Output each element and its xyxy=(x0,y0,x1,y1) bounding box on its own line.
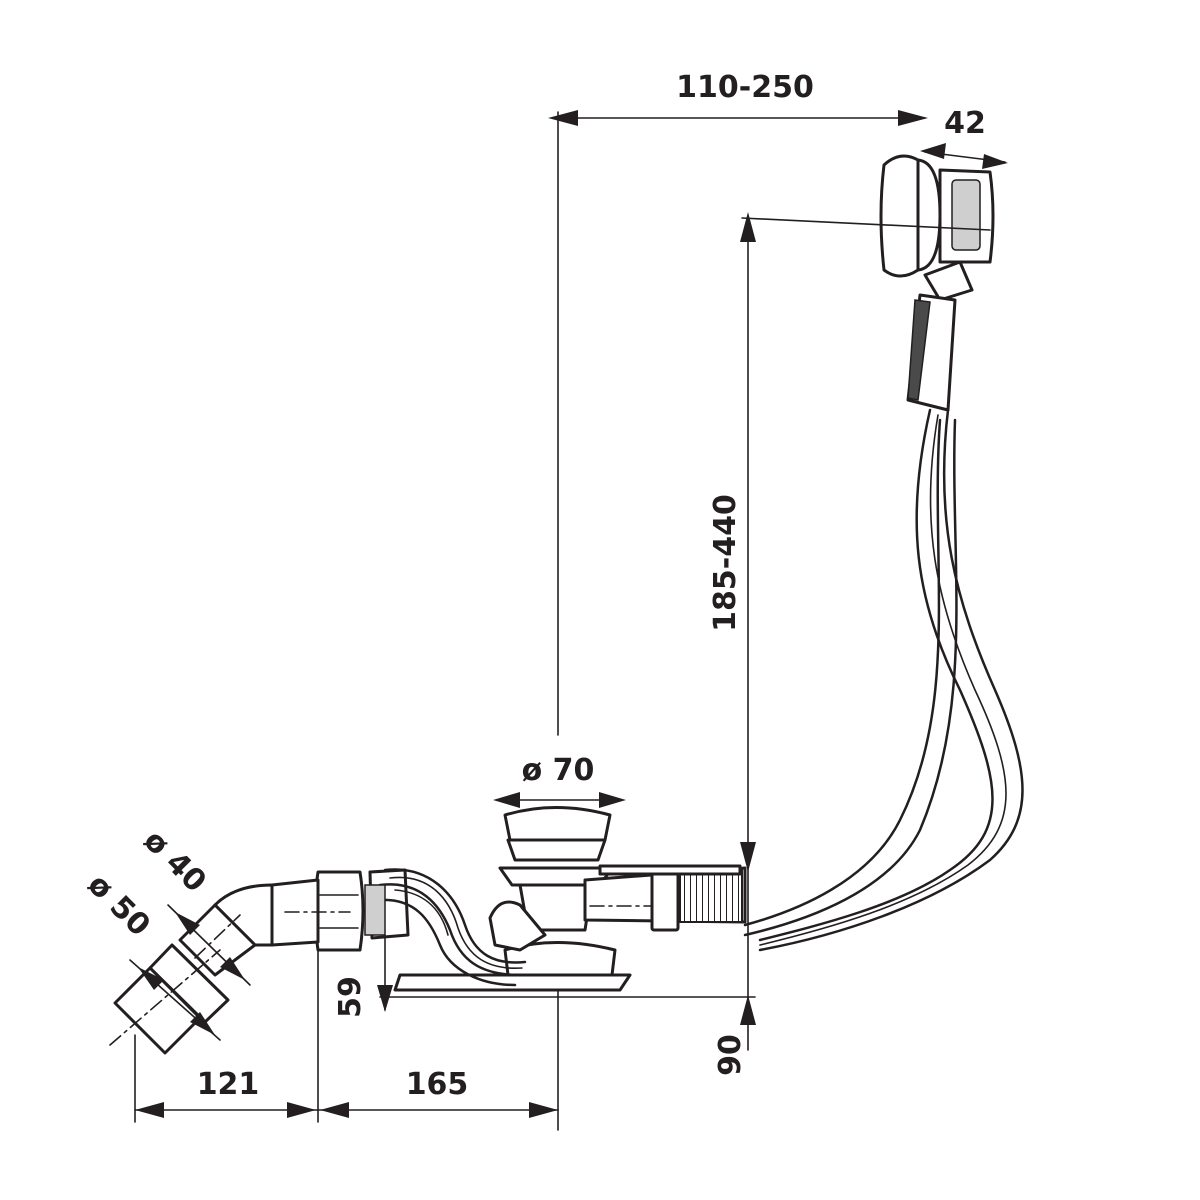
dim-width-range-label: 110-250 xyxy=(676,70,814,105)
dim-outlet-diameter-40-label: ø 40 xyxy=(137,823,213,899)
dim-length-121-label: 121 xyxy=(197,1067,260,1102)
dim-height-90-label: 90 xyxy=(713,1034,748,1076)
dim-overflow-depth-label: 42 xyxy=(944,106,986,141)
dim-height-range-label: 185-440 xyxy=(708,494,743,632)
dim-waste-diameter-label: ø 70 xyxy=(522,753,595,788)
overflow-head xyxy=(879,154,995,302)
outlet-elbow xyxy=(109,870,365,1055)
overflow-hose xyxy=(743,293,1024,952)
dim-length-165-label: 165 xyxy=(406,1067,469,1102)
drain-body xyxy=(364,806,747,992)
dim-height-59-label: 59 xyxy=(333,976,368,1018)
dim-outlet-diameter-50-label: ø 50 xyxy=(81,867,157,943)
dimension-lines xyxy=(129,110,1008,1131)
